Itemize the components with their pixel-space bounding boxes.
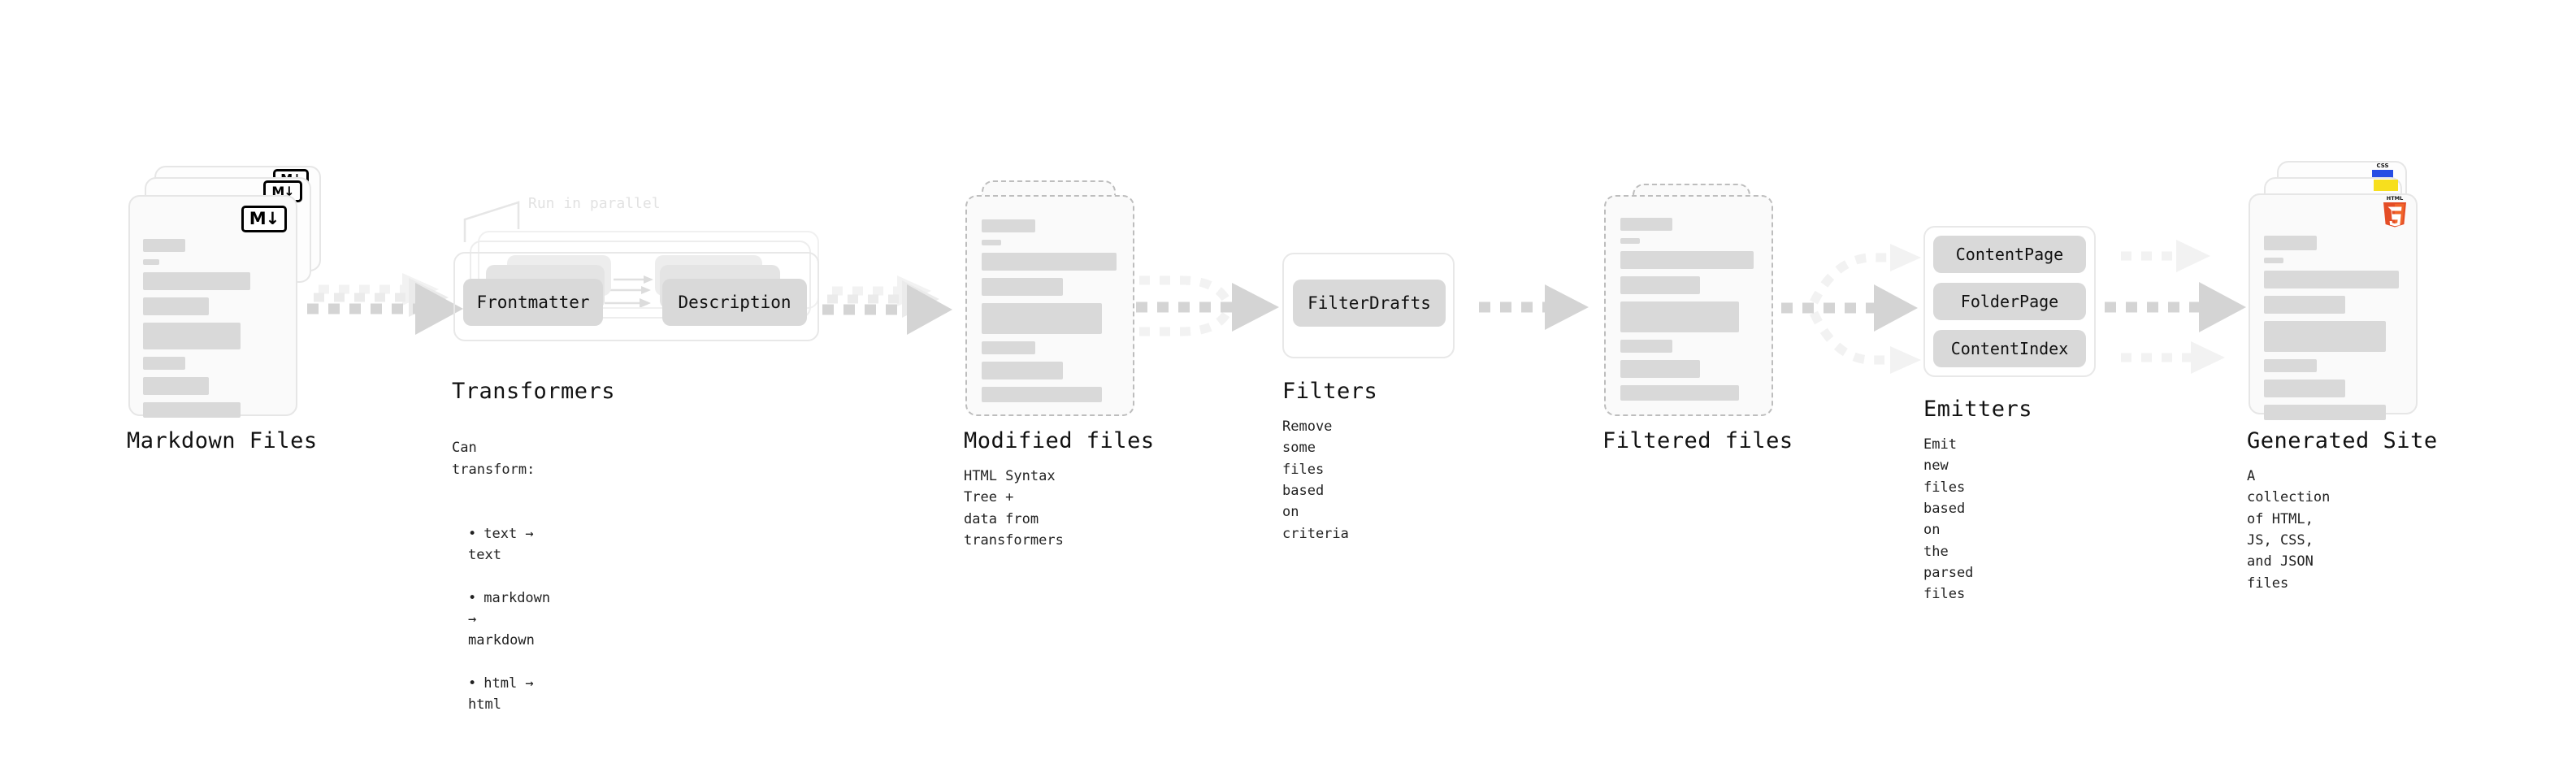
transformer-node-frontmatter[interactable]: Frontmatter bbox=[463, 279, 603, 326]
emitter-node-contentpage[interactable]: ContentPage bbox=[1933, 236, 2086, 273]
emitters-box bbox=[1923, 226, 2096, 377]
filtered-doc-placeholder-lines bbox=[1620, 218, 1760, 408]
stage-subtitle-modified-files: HTML Syntax Tree + data from transformer… bbox=[964, 468, 1064, 549]
placeholder-line bbox=[982, 240, 1001, 245]
arrow-filtered-to-emitters bbox=[1781, 244, 1921, 374]
placeholder-line bbox=[2264, 271, 2399, 288]
placeholder-line bbox=[1620, 360, 1700, 378]
placeholder-line bbox=[1620, 238, 1640, 244]
placeholder-line bbox=[143, 272, 250, 290]
placeholder-line bbox=[1620, 276, 1700, 294]
placeholder-line bbox=[982, 387, 1102, 402]
placeholder-line bbox=[2264, 258, 2283, 263]
placeholder-line bbox=[982, 278, 1063, 296]
placeholder-line bbox=[143, 357, 185, 370]
stage-subtitle-generated-site: A collection of HTML, JS, CSS, and JSON … bbox=[2247, 468, 2331, 592]
markdown-icon-front: M↓ bbox=[241, 206, 287, 232]
emitter-node-contentindex[interactable]: ContentIndex bbox=[1933, 330, 2086, 367]
placeholder-line bbox=[1620, 251, 1754, 269]
placeholder-line bbox=[982, 341, 1035, 354]
placeholder-line bbox=[1620, 301, 1739, 332]
emitter-node-folderpage[interactable]: FolderPage bbox=[1933, 283, 2086, 320]
placeholder-line bbox=[2264, 380, 2345, 397]
stage-title-generated-site: Generated Site bbox=[2247, 428, 2438, 453]
placeholder-line bbox=[982, 362, 1063, 380]
arrow-emitters-to-site bbox=[2105, 240, 2246, 374]
markdown-doc-placeholder-lines bbox=[143, 239, 283, 425]
placeholder-line bbox=[143, 239, 185, 252]
stage-title-modified-files: Modified files bbox=[964, 428, 1155, 453]
placeholder-line bbox=[982, 253, 1117, 271]
generated-doc-placeholder-lines bbox=[2264, 236, 2404, 427]
run-in-parallel-label: Run in parallel bbox=[528, 195, 661, 212]
filter-node-filterdrafts[interactable]: FilterDrafts bbox=[1293, 280, 1446, 327]
transformers-bullet: text → text bbox=[468, 523, 550, 566]
modified-doc-placeholder-lines bbox=[982, 219, 1121, 410]
stage-subtitle-transformers: Can transform: text → text markdown → ma… bbox=[452, 416, 550, 759]
transformers-box-front bbox=[453, 252, 819, 341]
placeholder-line bbox=[143, 323, 241, 349]
placeholder-line bbox=[143, 377, 209, 395]
stage-title-emitters: Emitters bbox=[1923, 397, 2033, 422]
placeholder-line bbox=[2264, 321, 2386, 352]
arrow-markdown-to-transformers bbox=[307, 273, 463, 335]
placeholder-line bbox=[1620, 218, 1672, 231]
arrow-filters-to-filtered bbox=[1479, 284, 1589, 330]
stage-title-transformers: Transformers bbox=[452, 379, 616, 404]
stage-title-filters: Filters bbox=[1282, 379, 1378, 404]
stage-title-filtered-files: Filtered files bbox=[1602, 428, 1793, 453]
transformers-bullet-list: text → text markdown → markdown html → h… bbox=[452, 501, 550, 737]
stage-subtitle-filters: Remove some files based on criteria bbox=[1282, 419, 1349, 542]
placeholder-line bbox=[2264, 236, 2317, 250]
placeholder-line bbox=[143, 402, 241, 418]
placeholder-line bbox=[982, 303, 1102, 334]
transformers-bullet: markdown → markdown bbox=[468, 588, 550, 652]
html5-icon-svg: HTML bbox=[2383, 195, 2406, 228]
placeholder-line bbox=[2264, 296, 2345, 314]
css3-icon-label: CSS bbox=[2376, 163, 2389, 169]
placeholder-line bbox=[1620, 385, 1739, 401]
css3-icon: CSS bbox=[2372, 163, 2393, 178]
placeholder-line bbox=[982, 219, 1035, 232]
arrow-modified-to-filters bbox=[1136, 275, 1279, 336]
js-icon bbox=[2374, 180, 2398, 191]
placeholder-line bbox=[2264, 359, 2317, 372]
placeholder-line bbox=[143, 297, 209, 315]
html5-icon: HTML bbox=[2381, 193, 2409, 228]
transformers-bullet: html → html bbox=[468, 673, 550, 716]
placeholder-line bbox=[2264, 405, 2386, 420]
stage-subtitle-emitters: Emit new files based on the parsed files bbox=[1923, 436, 1974, 603]
transformers-subtitle-text: Can transform: bbox=[452, 440, 536, 478]
placeholder-line bbox=[1620, 340, 1672, 353]
filters-box bbox=[1282, 253, 1455, 358]
placeholder-line bbox=[143, 259, 159, 265]
arrow-transformers-to-modified bbox=[822, 275, 952, 335]
transformer-node-description[interactable]: Description bbox=[662, 279, 807, 326]
stage-title-markdown-files: Markdown Files bbox=[127, 428, 318, 453]
svg-text:HTML: HTML bbox=[2387, 195, 2403, 202]
